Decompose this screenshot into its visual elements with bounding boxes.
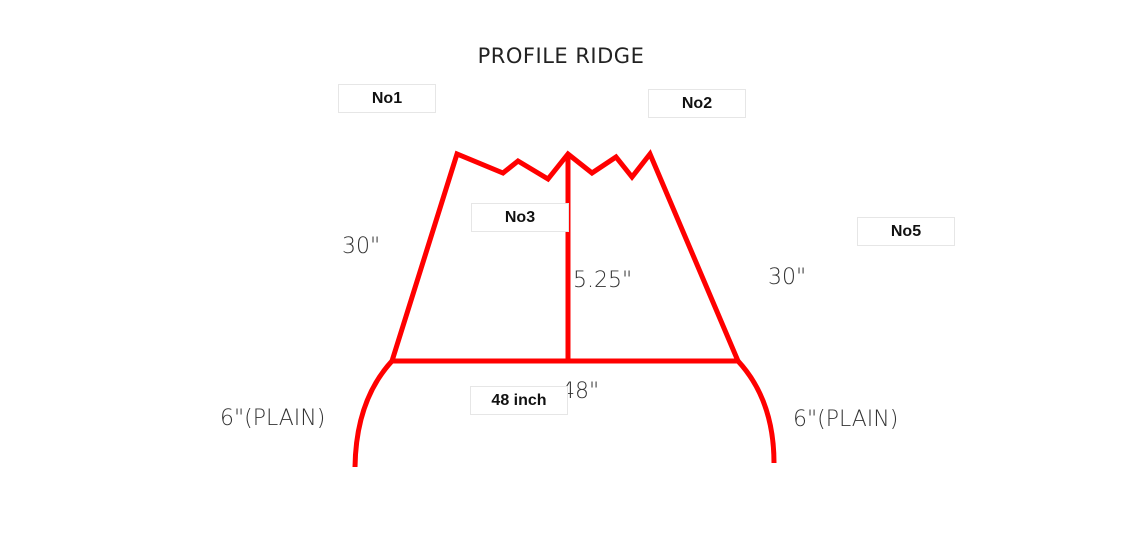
left-slope-dimension: 30" <box>342 234 380 259</box>
right-plain-curve <box>736 359 777 464</box>
height-dimension: 5.25" <box>573 268 632 293</box>
left-plain-curve <box>352 359 394 468</box>
right-plain-dimension: 6"(PLAIN) <box>793 407 898 432</box>
right-slope-dimension: 30" <box>768 265 806 290</box>
label-box-no3: No3 <box>471 203 569 232</box>
left-plain-dimension: 6"(PLAIN) <box>220 406 325 431</box>
ridge-profile-outline <box>388 149 742 364</box>
diagram-title: PROFILE RIDGE <box>478 44 645 68</box>
label-box-48-inch: 48 inch <box>470 386 568 415</box>
label-box-no2: No2 <box>648 89 746 118</box>
label-box-no5: No5 <box>857 217 955 246</box>
label-box-no1: No1 <box>338 84 436 113</box>
